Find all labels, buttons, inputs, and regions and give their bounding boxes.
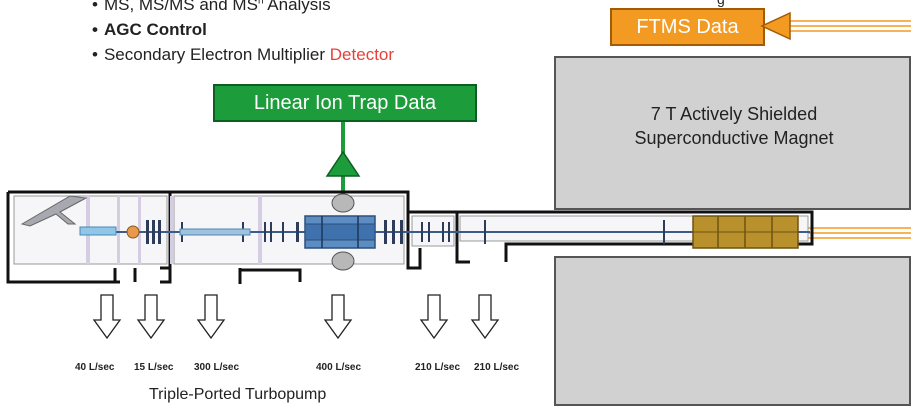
pump-rate-5: 210 L/sec	[415, 362, 461, 373]
linear-ion-trap-data-box: Linear Ion Trap Data	[213, 84, 477, 122]
ftms-data-box: FTMS Data	[610, 8, 765, 46]
pump-rate-2: 15 L/sec	[134, 362, 174, 373]
magnet-label: 7 T Actively Shielded Superconductive Ma…	[556, 102, 911, 150]
linear-ion-trap	[304, 193, 376, 271]
bullet-msn: •MS, MS/MS and MSn Analysis	[92, 0, 331, 14]
pump-rate-6: 210 L/sec	[474, 362, 520, 373]
pump-rate-1: 40 L/sec	[75, 362, 115, 373]
pump-stubs	[113, 248, 470, 284]
magnet-label-line-1: 7 T Actively Shielded	[650, 104, 818, 124]
ftms-arrow-head	[760, 11, 791, 41]
magnet-top-cut-text: g	[717, 0, 725, 7]
ftms-signal-lines	[790, 20, 911, 239]
pump-rate-4: 400 L/sec	[316, 362, 362, 373]
magnet-upper-block	[554, 56, 911, 210]
pump-arrows	[92, 294, 500, 340]
turbopump-label: Triple-Ported Turbopump	[149, 386, 327, 403]
green-arrow-head	[325, 150, 361, 177]
magnet-label-line-2: Superconductive Magnet	[634, 128, 834, 148]
magnet-lower-block	[554, 256, 911, 406]
icr-cell	[692, 215, 799, 249]
esi-needle	[20, 195, 88, 227]
pump-rate-3: 300 L/sec	[194, 362, 240, 373]
bullet-agc: •AGC Control	[92, 20, 207, 39]
bullet-detector: •Secondary Electron Multiplier Detector	[92, 45, 395, 64]
